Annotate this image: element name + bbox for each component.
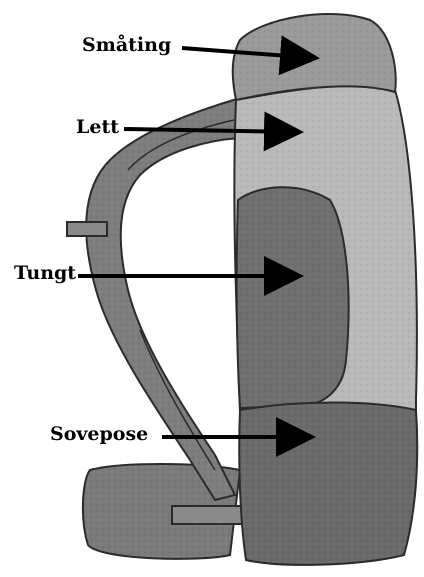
strap-buckle-upper <box>67 222 107 236</box>
label-lett: Lett <box>76 118 119 137</box>
label-sovepose: Sovepose <box>50 425 148 444</box>
label-tungt: Tungt <box>14 264 76 283</box>
label-smaating: Småting <box>82 36 171 55</box>
